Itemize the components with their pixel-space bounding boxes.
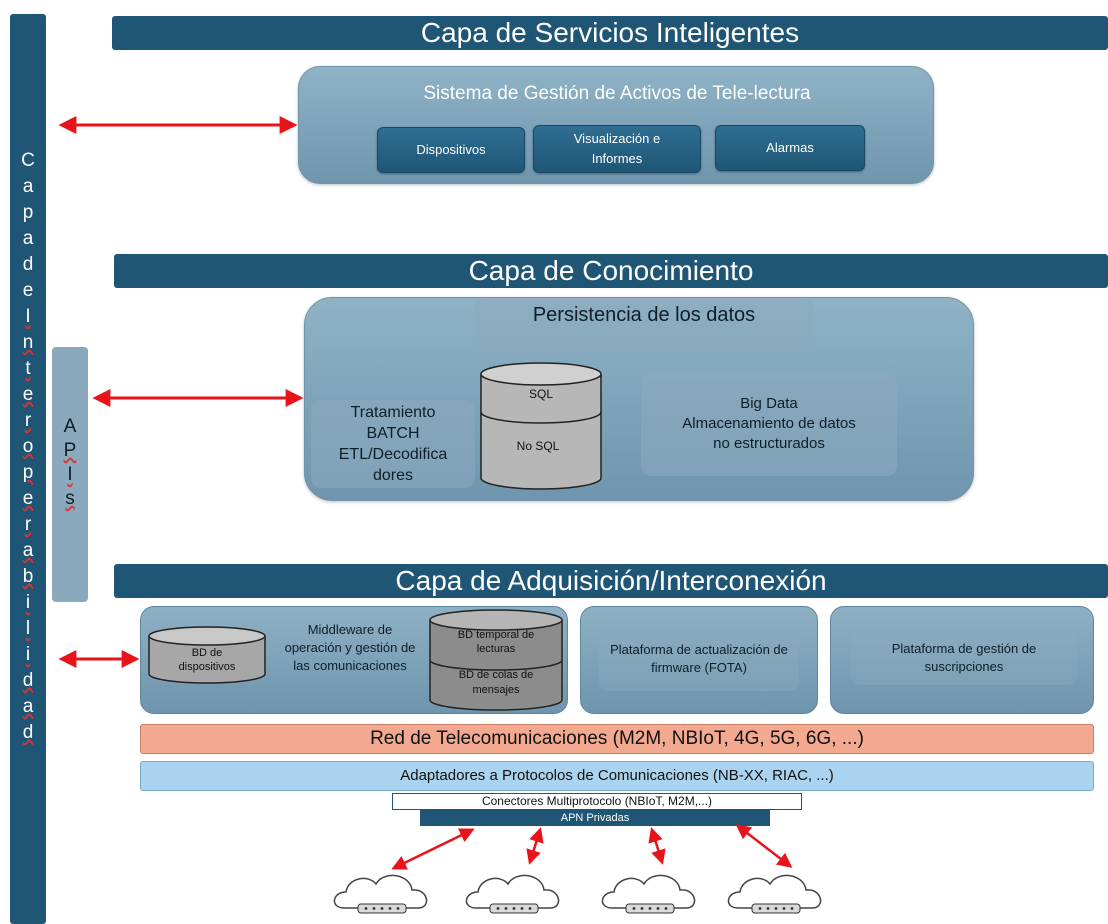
apis-letter-1: P <box>63 440 77 461</box>
interop-letter-20: d <box>22 670 34 691</box>
db-devices-label-2: dispositivos <box>179 661 236 673</box>
sql-nosql-database-icon: SQL No SQL <box>480 362 602 490</box>
interop-letter-13: e <box>22 488 34 509</box>
apis-letter-3: s <box>65 488 75 509</box>
cloud-router-icon <box>601 874 696 914</box>
sql-label: SQL <box>529 387 553 401</box>
batch-line-4: dores <box>372 467 414 484</box>
interop-letter-14: r <box>24 514 32 535</box>
apis-letter-2: I <box>67 464 73 485</box>
interop-letter-10: r <box>24 410 32 431</box>
smart-services-layer-title: Capa de Servicios Inteligentes <box>112 16 1108 50</box>
bigdata-line-1: Big Data <box>740 395 798 412</box>
interop-letter-2: p <box>22 202 34 223</box>
batch-line-2: BATCH <box>366 425 420 442</box>
acquisition-layer-title: Capa de Adquisición/Interconexión <box>114 564 1108 598</box>
interop-letter-19: i <box>25 644 31 665</box>
persistence-box: Persistencia de los datos <box>475 298 813 356</box>
bigdata-box: Big Data Almacenamiento de datos no estr… <box>641 372 897 476</box>
batch-line-3: ETL/Decodifica <box>338 446 448 463</box>
interop-letter-12: p <box>22 462 34 483</box>
db-queue-label-1: BD de colas de <box>459 669 534 681</box>
asset-management-panel: Sistema de Gestión de Activos de Tele-le… <box>298 66 934 184</box>
interop-letter-11: o <box>22 436 34 457</box>
apn-bar: APN Privadas <box>420 810 770 826</box>
arrow-cloud-4 <box>735 824 793 868</box>
interop-letter-3: a <box>22 228 34 249</box>
arrow-cloud-2 <box>526 827 544 865</box>
devices-button[interactable]: Dispositivos <box>377 127 525 173</box>
db-queue-label-2: mensajes <box>472 684 520 696</box>
interop-letter-5: e <box>22 280 34 301</box>
apis-letter-0: A <box>63 416 77 437</box>
interop-letter-7: n <box>22 332 34 353</box>
knowledge-layer-title: Capa de Conocimiento <box>114 254 1108 288</box>
interop-letter-15: a <box>22 540 34 561</box>
interop-letter-21: a <box>22 696 34 717</box>
db-temp-label-2: lecturas <box>477 643 516 655</box>
arrow-cloud-1 <box>391 828 475 870</box>
knowledge-panel: Persistencia de los datos Tratamiento BA… <box>304 297 974 501</box>
db-temp-label-1: BD temporal de <box>458 629 534 641</box>
cloud-router-icon <box>465 874 560 914</box>
devices-database-icon: BD de dispositivos <box>148 626 266 684</box>
interop-letter-8: t <box>25 358 31 379</box>
arrow-cloud-3 <box>648 827 666 865</box>
interop-letter-18: l <box>25 618 31 639</box>
batch-processing-box: Tratamiento BATCH ETL/Decodifica dores <box>311 400 475 488</box>
subscriptions-label: Plataforma de gestión de suscripciones <box>851 631 1077 685</box>
protocol-adapters-bar: Adaptadores a Protocolos de Comunicacion… <box>140 761 1094 791</box>
visualization-reports-button[interactable]: Visualización e Informes <box>533 125 701 173</box>
telecom-network-bar: Red de Telecomunicaciones (M2M, NBIoT, 4… <box>140 724 1094 754</box>
alarms-button[interactable]: Alarmas <box>715 125 865 171</box>
interop-letter-1: a <box>22 176 34 197</box>
interop-letter-4: d <box>22 254 34 275</box>
fota-box: Plataforma de actualización de firmware … <box>580 606 818 714</box>
interop-letter-9: e <box>22 384 34 405</box>
bigdata-line-2: Almacenamiento de datos <box>682 415 856 432</box>
interop-letter-0: C <box>21 150 35 171</box>
db-devices-label-1: BD de <box>192 647 223 659</box>
subscriptions-box: Plataforma de gestión de suscripciones <box>830 606 1094 714</box>
bigdata-line-3: no estructurados <box>713 435 825 452</box>
fota-label: Plataforma de actualización de firmware … <box>599 627 799 691</box>
asset-management-title: Sistema de Gestión de Activos de Tele-le… <box>423 83 811 104</box>
interop-letter-16: b <box>22 566 34 587</box>
temp-queue-database-icon: BD temporal de lecturas BD de colas de m… <box>429 609 563 711</box>
interop-letter-6: I <box>25 306 31 327</box>
cloud-router-icon <box>727 874 822 914</box>
middleware-label: Middleware de operación y gestión de las… <box>284 622 416 673</box>
connectors-bar: Conectores Multiprotocolo (NBIoT, M2M,..… <box>392 793 802 810</box>
interop-letter-22: d <box>22 722 34 743</box>
nosql-label: No SQL <box>517 439 560 453</box>
batch-line-1: Tratamiento <box>350 404 436 421</box>
interop-letter-17: i <box>25 592 31 613</box>
cloud-router-icon <box>333 874 428 914</box>
